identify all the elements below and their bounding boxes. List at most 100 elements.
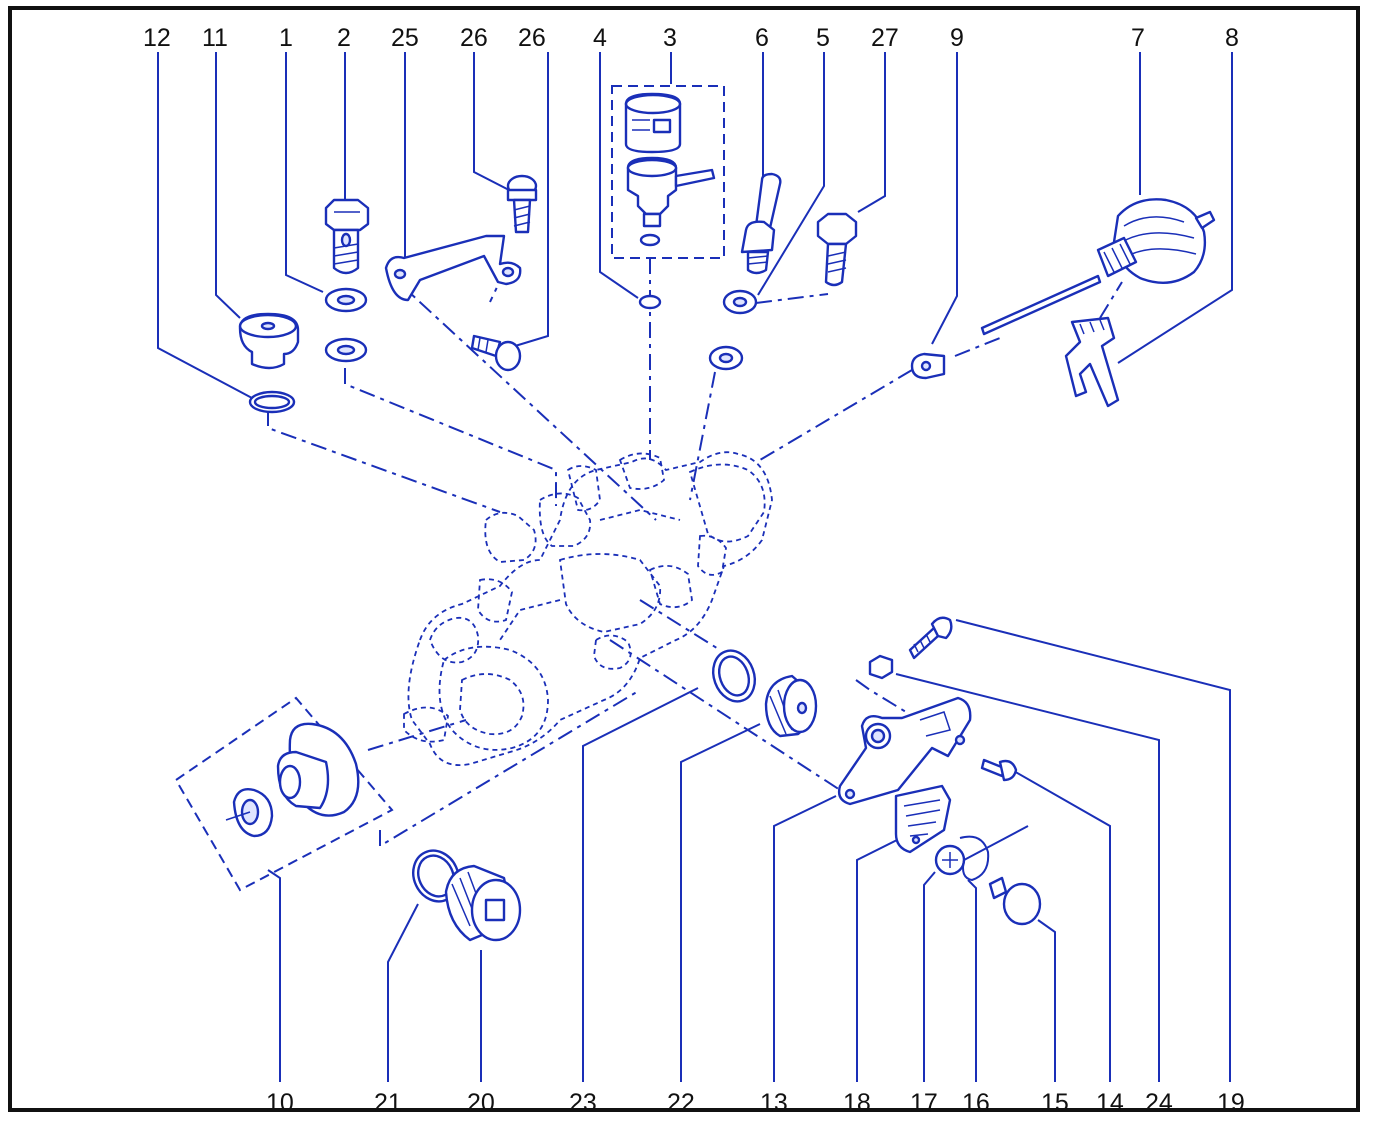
- callout-7: 7: [1131, 24, 1145, 52]
- part-9-cable-clamp: [910, 352, 946, 380]
- leader-22: [680, 723, 761, 1082]
- callout-21: 21: [374, 1089, 402, 1117]
- part-14-screw: [980, 758, 1018, 782]
- part-15-knob: [988, 876, 1042, 926]
- injection-pump-body: [403, 451, 773, 766]
- assembly-line-10: [367, 719, 467, 751]
- callout-23: 23: [569, 1089, 597, 1117]
- callout-25: 25: [391, 24, 419, 52]
- part-22-screw-plug: [764, 674, 818, 738]
- callout-13: 13: [760, 1089, 788, 1117]
- callout-12: 12: [143, 24, 171, 52]
- part-27-hollow-bolt: [816, 212, 858, 287]
- diagram-frame: [8, 6, 1360, 1112]
- callout-2: 2: [337, 24, 351, 52]
- part-23-washer-inner: [717, 655, 751, 697]
- assembly-line-27: [755, 293, 829, 304]
- part-10-drive-flange: [225, 722, 360, 838]
- part-11-cap: [238, 312, 300, 370]
- part-7-actuator: [1096, 198, 1216, 284]
- callout-4: 4: [593, 24, 607, 52]
- part-26-screw-lower: [470, 334, 522, 372]
- part-19-bolt: [908, 616, 953, 660]
- leader-23: [582, 687, 699, 1082]
- callout-27: 27: [871, 24, 899, 52]
- leader-lines: [157, 52, 1233, 1082]
- assembly-line-8: [1099, 281, 1123, 319]
- part-4-washer: [638, 294, 662, 310]
- leader-4: [599, 52, 639, 299]
- part-21-o-ring-inner: [417, 854, 455, 898]
- part-12-o-ring-inner: [253, 394, 291, 410]
- leader-25: [397, 52, 406, 269]
- assembly-line-cable: [954, 337, 1001, 357]
- assembly-line-24: [855, 679, 907, 713]
- assembly-line-9: [759, 369, 913, 461]
- leader-27: [857, 52, 886, 213]
- assembly-line-25: [395, 279, 657, 521]
- leader-24: [895, 673, 1160, 1082]
- leader-14: [1011, 769, 1111, 1082]
- leader-15: [1037, 919, 1056, 1082]
- callout-22: 22: [667, 1089, 695, 1117]
- callout-15: 15: [1041, 1089, 1069, 1117]
- assembly-line-13: [609, 639, 841, 791]
- callout-10: 10: [266, 1089, 294, 1117]
- assembly-line-1: [344, 368, 557, 506]
- callout-labels-top: 12 11 1 2 25 26 26 4 3 6 5 27 9 7 8: [143, 24, 1239, 52]
- callout-17: 17: [910, 1089, 938, 1117]
- leader-26-a: [473, 52, 514, 193]
- part-5-sealing-washers: [708, 289, 758, 371]
- part-2-hollow-bolt: [324, 198, 370, 275]
- leader-1: [285, 52, 324, 293]
- part-1-sealing-washers: [324, 287, 368, 363]
- callout-5: 5: [816, 24, 830, 52]
- part-25-bracket: [384, 234, 522, 302]
- callout-6: 6: [755, 24, 769, 52]
- leader-19: [955, 619, 1231, 1082]
- callout-9: 9: [950, 24, 964, 52]
- leader-8: [1117, 52, 1233, 364]
- leader-16: [967, 879, 977, 1082]
- part-13-lever-bracket: [837, 696, 972, 806]
- callout-3: 3: [663, 24, 677, 52]
- assembly-line-23: [639, 599, 721, 651]
- part-3-stop-solenoid: [624, 92, 716, 247]
- assembly-lines: [267, 258, 1123, 848]
- callout-19: 19: [1217, 1089, 1245, 1117]
- part-18-cover-plate: [894, 784, 952, 854]
- leader-10: [267, 869, 281, 1082]
- leader-26-b: [514, 52, 549, 347]
- group-box-10: [174, 696, 394, 892]
- accelerator-cable: [980, 274, 1102, 336]
- assembly-line-12: [267, 410, 501, 513]
- group-box-3: [611, 85, 725, 259]
- assembly-line-5: [689, 371, 716, 501]
- part-8-retaining-clip: [1064, 316, 1120, 408]
- part-26-screw-upper: [506, 174, 538, 234]
- part-17-washer: [934, 844, 966, 876]
- callout-26-a: 26: [460, 24, 488, 52]
- part-20-screw-plug: [444, 864, 522, 942]
- callout-26-b: 26: [518, 24, 546, 52]
- leader-18: [856, 839, 898, 1082]
- part-24-nut: [868, 654, 894, 680]
- callout-8: 8: [1225, 24, 1239, 52]
- callout-14: 14: [1096, 1089, 1124, 1117]
- callout-labels-bottom: 10 21 20 23 22 13 18 17 16 15 14 24 19: [266, 1089, 1245, 1117]
- leader-11: [215, 52, 241, 319]
- callout-20: 20: [467, 1089, 495, 1117]
- callout-16: 16: [962, 1089, 990, 1117]
- leader-21: [387, 903, 419, 1082]
- leader-17: [923, 871, 936, 1082]
- leader-13: [773, 795, 837, 1082]
- leader-12: [157, 52, 253, 399]
- callout-11: 11: [202, 24, 228, 52]
- part-16-spring: [959, 825, 1029, 882]
- callout-24: 24: [1145, 1089, 1173, 1117]
- leader-5: [757, 52, 825, 296]
- part-6-sensor: [740, 172, 782, 275]
- callout-1: 1: [279, 24, 293, 52]
- callout-18: 18: [843, 1089, 871, 1117]
